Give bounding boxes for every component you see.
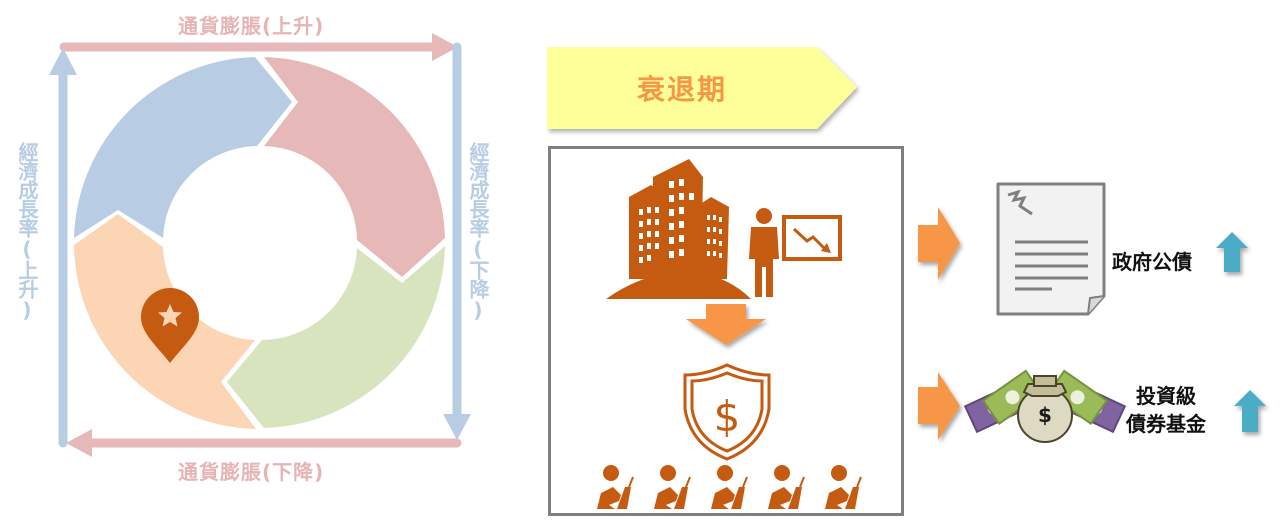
right-arrow-icon [918, 372, 960, 440]
seated-people-icon [597, 465, 862, 509]
stage-title: 衰退期 [636, 73, 727, 106]
shield-dollar-icon: $ [683, 363, 771, 461]
businessman-chart-down-icon [749, 208, 842, 297]
stage-banner: 衰退期 [547, 47, 860, 129]
money-bag-icon: $ [963, 369, 1127, 443]
growth-down-label: 經濟成長率(下降) [466, 142, 490, 321]
location-star-pin-icon [141, 288, 199, 363]
document-icon [996, 182, 1106, 316]
trend-up-arrow-icon [1216, 232, 1248, 272]
growth-up-label: 經濟成長率(上升) [15, 142, 39, 321]
pentagon-banner-shape [547, 47, 857, 129]
inflation-up-label: 通貨膨脹(上升) [178, 14, 325, 38]
down-arrow-icon [686, 304, 766, 345]
right-arrow-icon [918, 207, 960, 280]
buildings-icon [606, 159, 751, 299]
investment-grade-label-line2: 債券基金 [1126, 412, 1206, 436]
stage-box: $ [548, 146, 904, 516]
trend-up-arrow-icon [1234, 390, 1266, 432]
cycle-ring-graphic [49, 33, 471, 457]
inflation-down-label: 通貨膨脹(下降) [178, 460, 325, 484]
svg-text:$: $ [714, 392, 741, 441]
investment-grade-label-line1: 投資級 [1136, 384, 1196, 408]
svg-text:$: $ [1038, 403, 1052, 427]
outcomes-graphics: $ [918, 182, 1266, 443]
cycle-diagram: 通貨膨脹(上升) 通貨膨脹(下降) 經濟成長率(上升) 經濟成長率(下降) [0, 0, 520, 521]
government-bond-label: 政府公債 [1112, 250, 1192, 274]
